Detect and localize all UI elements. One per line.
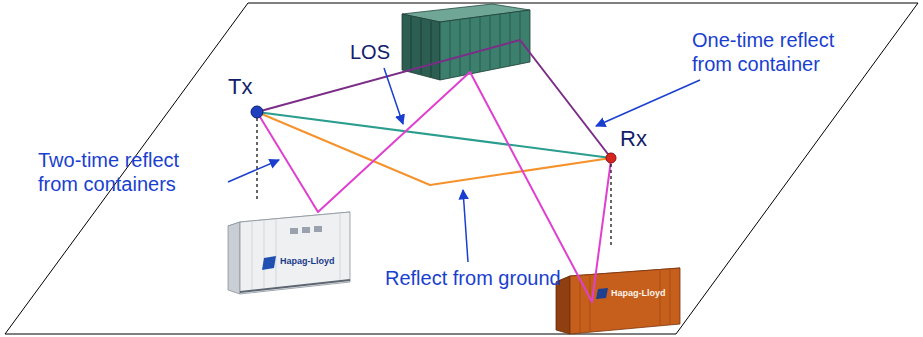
antenna-mast [610, 164, 611, 245]
antenna-label: Tx [228, 74, 252, 100]
leader-arrow [463, 190, 468, 262]
ground-reflection-ray [257, 112, 611, 185]
logo-mark [262, 256, 276, 270]
container-logo-text: Hapag-Lloyd [280, 256, 335, 267]
logo-mark [596, 288, 608, 299]
antenna-mast [256, 118, 257, 200]
container-side [570, 268, 680, 334]
propagation-rays [257, 40, 611, 302]
container-marking [302, 227, 310, 233]
leader-arrow [228, 160, 279, 182]
ground-plane [5, 3, 918, 334]
ray-label: Reflect from ground [385, 266, 561, 290]
one-reflection-ray [257, 40, 611, 158]
container-end [228, 222, 240, 294]
container-base [240, 280, 350, 292]
container-side [440, 10, 530, 80]
container-ribs [252, 213, 340, 293]
receiver-dot [606, 153, 616, 163]
container-side [240, 212, 350, 294]
container-ribs [580, 268, 670, 333]
container-marking [314, 226, 322, 232]
container-ribs [450, 11, 520, 78]
transmitter-dot [251, 106, 263, 118]
container-logo-text: Hapag-Lloyd [611, 288, 666, 299]
leader-arrows [228, 68, 700, 262]
ray-label: Two-time reflect from containers [38, 148, 223, 196]
two-reflection-ray [257, 72, 611, 302]
leader-arrow [384, 68, 403, 124]
ray-label: LOS [350, 40, 390, 64]
ray-label: One-time reflect from container [692, 28, 877, 76]
antenna-label: Rx [620, 126, 647, 152]
orange-container [556, 268, 680, 334]
white-container [228, 212, 350, 294]
container-marking [290, 228, 298, 234]
leader-arrow [596, 80, 700, 126]
